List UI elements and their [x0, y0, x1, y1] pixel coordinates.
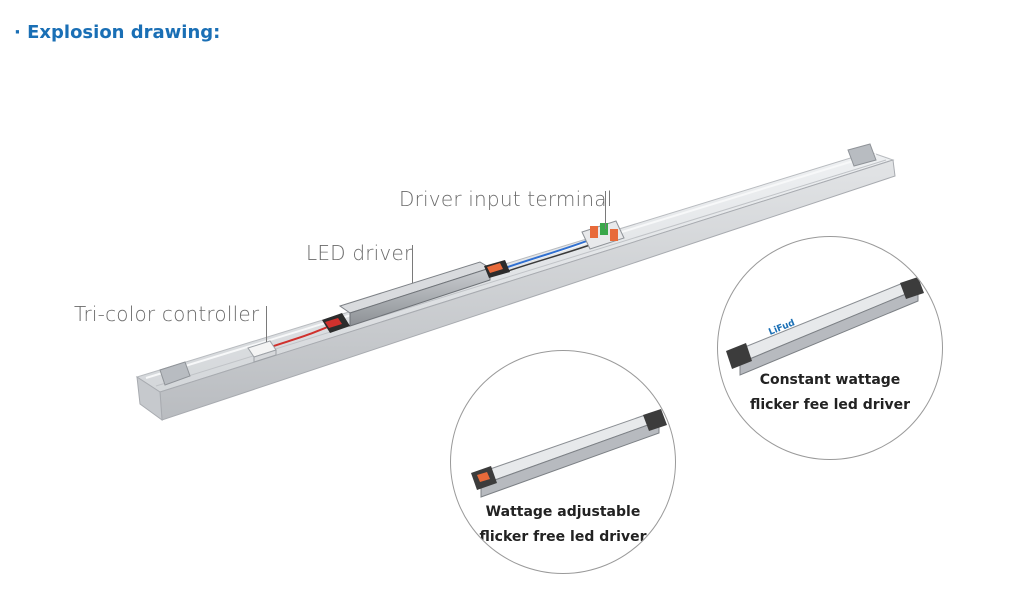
- end-bracket-left: [159, 361, 191, 386]
- wattage-adjustable-caption: Wattage adjustable flicker free led driv…: [451, 500, 675, 550]
- end-bracket-right: [847, 143, 877, 167]
- wattage-adjustable-caption-line2: flicker free led driver: [479, 529, 647, 545]
- inset-constant-wattage-driver: LiFud Constant wattage flicker fee led d…: [717, 236, 943, 460]
- callout-driver-input-terminal: Driver input terminal: [399, 187, 613, 211]
- constant-wattage-driver-image: LiFud: [726, 277, 924, 376]
- driver-input-terminal-part: [581, 220, 625, 250]
- callout-tick-led-driver: [412, 245, 413, 283]
- tri-color-controller-part: [247, 340, 277, 363]
- constant-wattage-caption: Constant wattage flicker fee led driver: [718, 368, 942, 418]
- constant-wattage-caption-line2: flicker fee led driver: [749, 397, 911, 413]
- aluminium-profile: [135, 151, 896, 422]
- callout-led-driver: LED driver: [306, 241, 413, 265]
- inset-wattage-adjustable-driver: Wattage adjustable flicker free led driv…: [450, 350, 676, 574]
- callout-tick-tri-color-controller: [266, 306, 267, 342]
- callout-tri-color-controller: Tri-color controller: [74, 302, 260, 326]
- constant-wattage-caption-line1: Constant wattage: [759, 372, 901, 388]
- wattage-adjustable-caption-line1: Wattage adjustable: [485, 504, 641, 520]
- wattage-adjustable-driver-image: [471, 409, 667, 498]
- callout-tick-driver-input-terminal: [605, 191, 606, 229]
- section-title: · Explosion drawing:: [14, 22, 221, 43]
- led-driver-part: [322, 260, 510, 333]
